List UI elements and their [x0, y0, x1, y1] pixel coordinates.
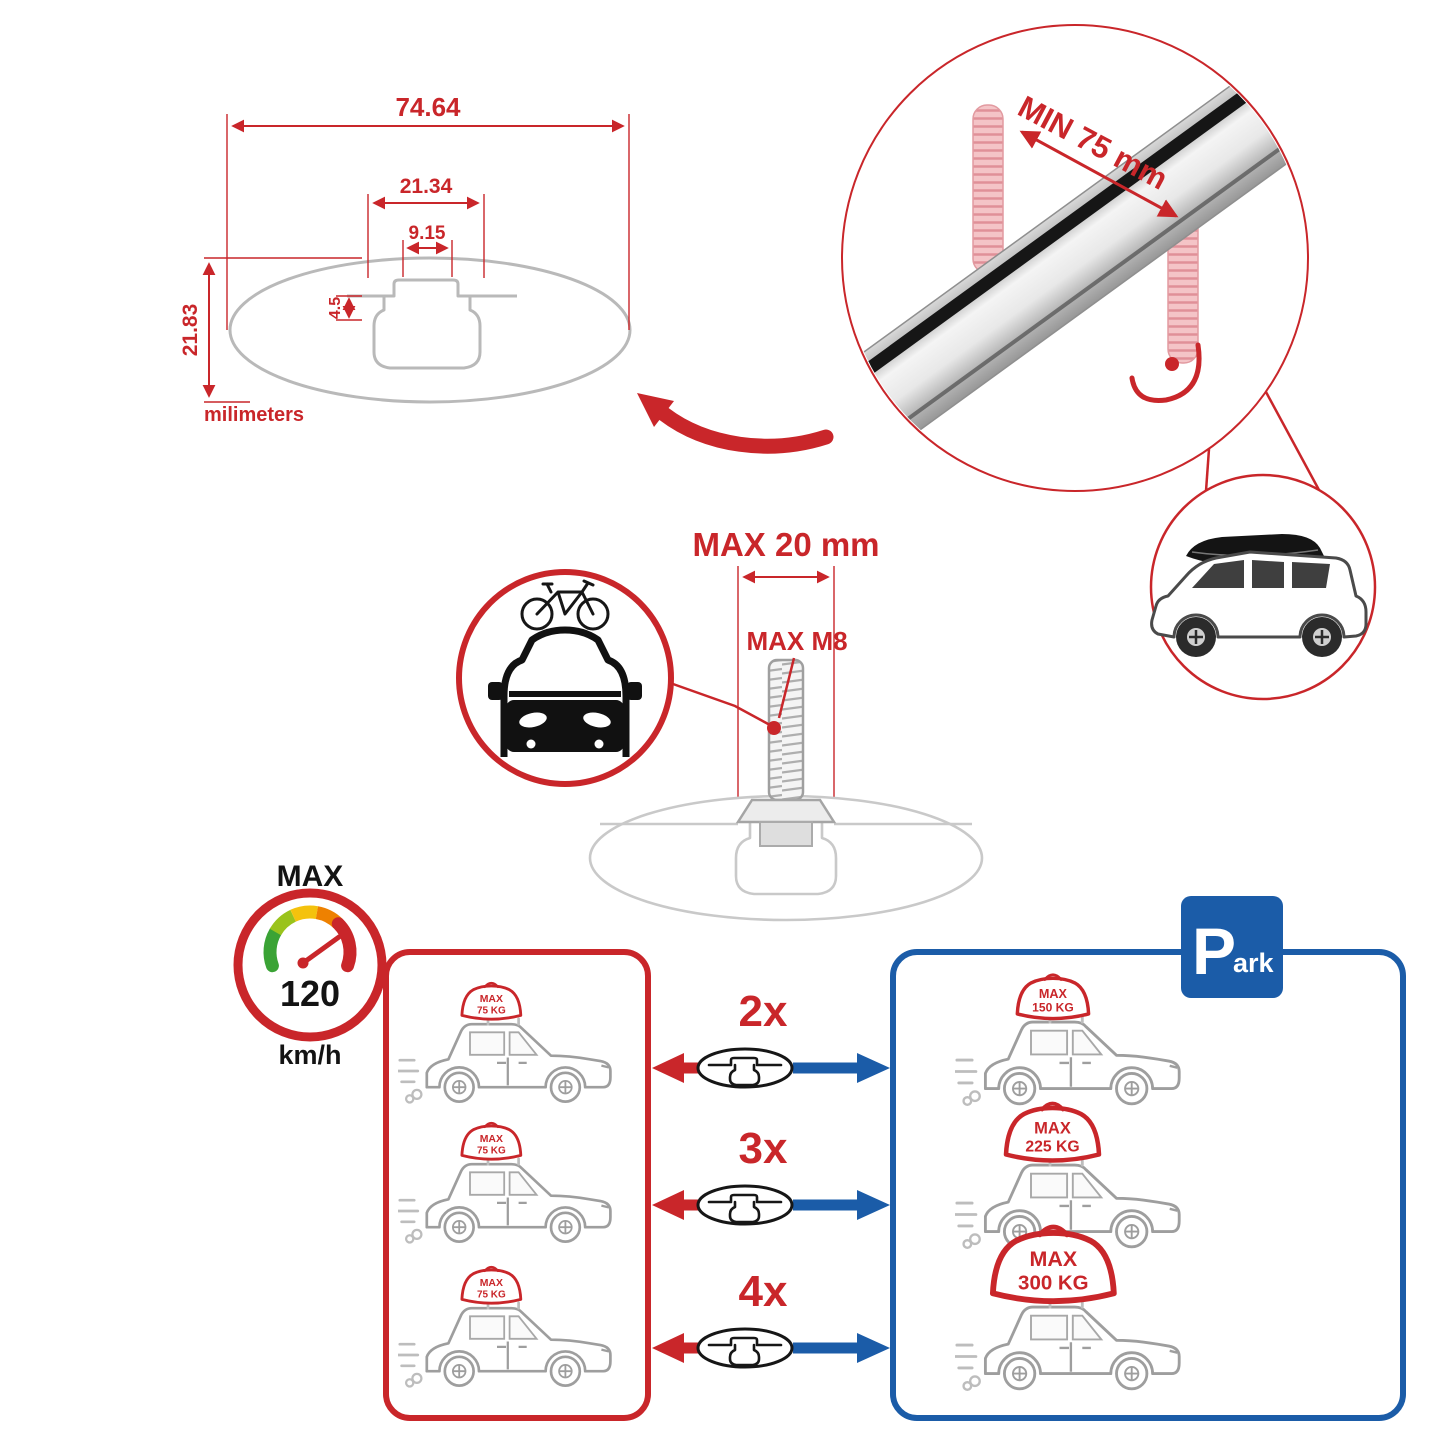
- red-arrow-icon: [652, 1333, 684, 1363]
- car-side-icon: [955, 1299, 1181, 1392]
- blue-arrow-icon: [857, 1053, 890, 1083]
- parking-sign: P ark: [1181, 896, 1283, 998]
- car-side-icon: [955, 1014, 1181, 1107]
- crossbar-profile-icon: [696, 1327, 794, 1369]
- cargo-bag-icon: MAX 150 KG: [1015, 973, 1091, 1021]
- left-panel-cars: MAX 75 KG MAX 75 KG MAX 75 KG: [398, 981, 612, 1388]
- car-side-icon: [398, 1301, 612, 1388]
- park-panel-border: [890, 949, 1406, 1421]
- bag-max-label: MAX: [480, 994, 503, 1005]
- dim-total-height: 21.83: [179, 304, 202, 357]
- speed-limit-title: MAX: [277, 860, 344, 893]
- bag-weight-label: 150 KG: [1032, 1001, 1074, 1015]
- bag-max-label: MAX: [1039, 987, 1068, 1001]
- bolt-point-dot: [767, 721, 781, 735]
- multiplier-label: 4x: [739, 1267, 788, 1316]
- bolt-max-width-label: MAX 20 mm: [692, 526, 879, 563]
- bag-weight-label: 75 KG: [477, 1289, 506, 1300]
- cargo-bag-icon: MAX 75 KG: [460, 1121, 523, 1161]
- roofbox-car-icon: [1150, 534, 1368, 657]
- bike-car-inset: [456, 569, 674, 787]
- dim-total-width: 74.64: [395, 92, 461, 122]
- multiplier-row: 4x: [652, 1267, 890, 1369]
- bolt-diagram: MAX 20 mm MAX M8: [588, 526, 984, 922]
- bag-max-label: MAX: [1030, 1247, 1078, 1271]
- callout-arrow-icon: [637, 393, 834, 454]
- car-front-icon: [488, 626, 642, 757]
- multiplier-label: 2x: [739, 987, 788, 1036]
- cargo-bag-icon: MAX 300 KG: [989, 1224, 1117, 1305]
- bag-weight-label: 75 KG: [477, 1005, 506, 1016]
- parking-sign-letter: P: [1192, 914, 1236, 988]
- speed-panel-border: [383, 949, 651, 1421]
- right-panel-cars: MAX 150 KG MAX 225 KG MAX 300 KG: [955, 973, 1181, 1392]
- bolt-icon: [735, 658, 837, 847]
- clamp-hook-icon: [1129, 342, 1202, 404]
- crossbar-photo-inset: MIN 75 mm: [841, 24, 1321, 492]
- bike-icon: [520, 579, 610, 631]
- red-arrow-icon: [652, 1190, 684, 1220]
- units-label: milimeters: [204, 404, 304, 426]
- bag-max-label: MAX: [1034, 1120, 1071, 1138]
- cargo-bag-icon: MAX 75 KG: [460, 1265, 523, 1305]
- speed-limit-value: 120: [280, 973, 340, 1014]
- blue-arrow-icon: [857, 1190, 890, 1220]
- clamp-point-dot: [1165, 357, 1179, 371]
- speed-limit-unit: km/h: [278, 1040, 341, 1070]
- dim-inner-width: 21.34: [400, 175, 453, 198]
- clamp-post-icon: [972, 104, 1004, 274]
- car-side-icon: [398, 1017, 612, 1104]
- blue-arrow-icon: [857, 1333, 890, 1363]
- bag-max-label: MAX: [480, 1134, 503, 1145]
- parking-sign-suffix: ark: [1233, 948, 1275, 978]
- crossbar-profile-icon: [696, 1184, 794, 1226]
- dim-slot-width: 9.15: [409, 223, 446, 244]
- cargo-bag-icon: MAX 225 KG: [1003, 1101, 1102, 1163]
- bar-profile-outline: [228, 256, 632, 404]
- car-side-icon: [398, 1157, 612, 1244]
- red-arrow-icon: [652, 1053, 684, 1083]
- bag-weight-label: 75 KG: [477, 1145, 506, 1156]
- bag-weight-label: 300 KG: [1018, 1271, 1089, 1294]
- bag-weight-label: 225 KG: [1025, 1139, 1079, 1156]
- bolt-thread-label: MAX M8: [746, 626, 847, 656]
- multiplier-row: 3x: [652, 1124, 890, 1226]
- cross-section-diagram: 74.64 21.34 9.15 4.5 21.83 milimeters: [179, 92, 632, 426]
- cargo-bag-icon: MAX 75 KG: [460, 981, 523, 1021]
- multiplier-row: 2x: [652, 987, 890, 1089]
- dim-step-depth: 4.5: [327, 297, 344, 319]
- multiplier-label: 3x: [739, 1124, 788, 1173]
- roofbox-car-inset: [1149, 473, 1377, 701]
- crossbar-profile-icon: [696, 1047, 794, 1089]
- bag-max-label: MAX: [480, 1278, 503, 1289]
- speedometer-gauge: [263, 905, 357, 973]
- speed-limit-badge: MAX 120 km/h: [233, 860, 387, 1070]
